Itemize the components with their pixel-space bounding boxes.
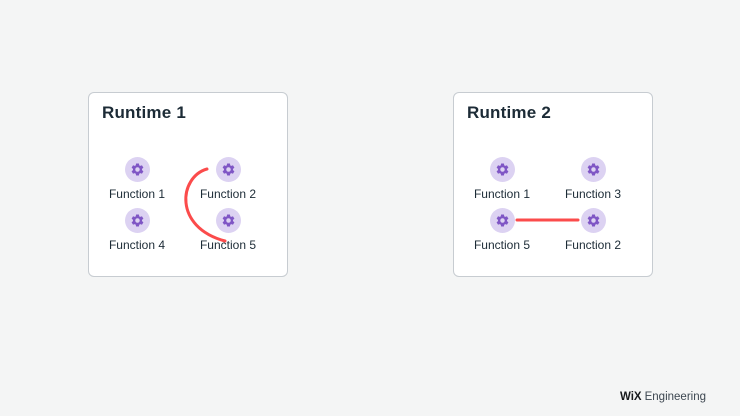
engineering-text: Engineering: [644, 391, 706, 403]
function-node: Function 1: [105, 157, 169, 201]
gear-icon: [489, 157, 515, 182]
gear-icon: [215, 157, 241, 182]
gear-icon: [124, 208, 150, 233]
runtime-1-title: Runtime 1: [102, 103, 186, 122]
function-node: Function 2: [561, 208, 625, 252]
wix-logo-text: WiX: [619, 391, 642, 403]
runtime-2-title: Runtime 2: [467, 103, 551, 122]
function-label: Function 5: [473, 238, 531, 252]
gear-icon: [580, 157, 606, 182]
function-node: Function 2: [196, 157, 260, 201]
function-node: Function 1: [470, 157, 534, 201]
runtime-2-card: Runtime 2 Function 1 Function 3 Function…: [453, 92, 653, 277]
gear-icon: [124, 157, 150, 182]
gear-icon: [215, 208, 241, 233]
runtime-1-card: Runtime 1 Function 1 Function 2 Function…: [88, 92, 288, 277]
function-label: Function 2: [199, 187, 257, 201]
gear-icon: [489, 208, 515, 233]
function-node: Function 5: [196, 208, 260, 252]
function-node: Function 5: [470, 208, 534, 252]
gear-icon: [580, 208, 606, 233]
function-node: Function 4: [105, 208, 169, 252]
function-label: Function 2: [564, 238, 622, 252]
function-label: Function 1: [473, 187, 531, 201]
function-label: Function 1: [108, 187, 166, 201]
function-label: Function 5: [199, 238, 257, 252]
function-label: Function 4: [108, 238, 166, 252]
function-node: Function 3: [561, 157, 625, 201]
function-label: Function 3: [564, 187, 622, 201]
